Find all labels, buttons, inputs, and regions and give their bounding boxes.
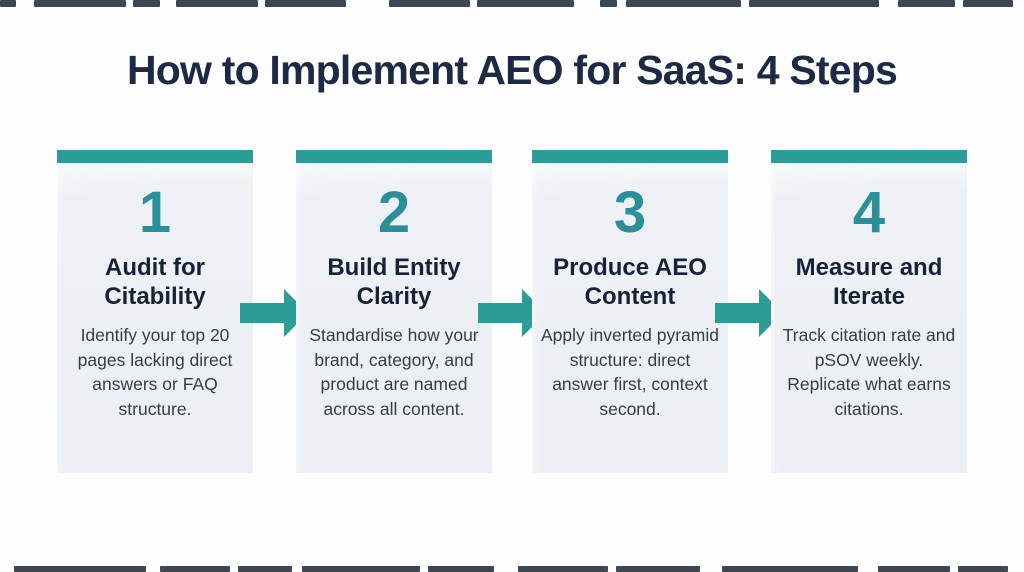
step-card-2: 2 Build Entity Clarity Standardise how y… [296,150,492,473]
step-2-description: Standardise how your brand, category, an… [309,325,479,419]
step-card-3: 3 Produce AEO Content Apply inverted pyr… [532,150,728,473]
step-3-number: 3 [613,180,647,245]
step-1-description: Identify your top 20 pages lacking direc… [77,325,233,419]
step-4-accent-bar [771,150,967,163]
step-3-accent-bar [532,150,728,163]
bottom-edge-artifact [0,566,1024,572]
step-1-accent-bar [57,150,253,163]
step-card-4: 4 Measure and Iterate Track citation rat… [771,150,967,473]
arrow-right-icon [715,289,783,337]
top-edge-artifact [0,0,1024,7]
step-1-title: Audit for Citability [104,254,206,310]
arrow-right-icon [478,289,546,337]
step-2-accent-bar [296,150,492,163]
step-4-title: Measure and Iterate [795,254,943,310]
step-3-title: Produce AEO Content [553,254,707,310]
step-1-number: 1 [138,180,172,245]
step-2-title: Build Entity Clarity [327,254,461,310]
arrow-right-icon [240,289,308,337]
step-card-1: 1 Audit for Citability Identify your top… [57,150,253,473]
page-title: How to Implement AEO for SaaS: 4 Steps [126,47,898,93]
step-4-body: 4 Measure and Iterate Track citation rat… [771,163,967,473]
step-4-description: Track citation rate and pSOV weekly. Rep… [782,325,956,419]
step-1-body: 1 Audit for Citability Identify your top… [57,163,253,473]
step-2-number: 2 [377,180,411,245]
step-3-description: Apply inverted pyramid structure: direct… [541,325,719,419]
step-4-number: 4 [852,180,886,245]
step-3-body: 3 Produce AEO Content Apply inverted pyr… [532,163,728,473]
step-2-body: 2 Build Entity Clarity Standardise how y… [296,163,492,473]
